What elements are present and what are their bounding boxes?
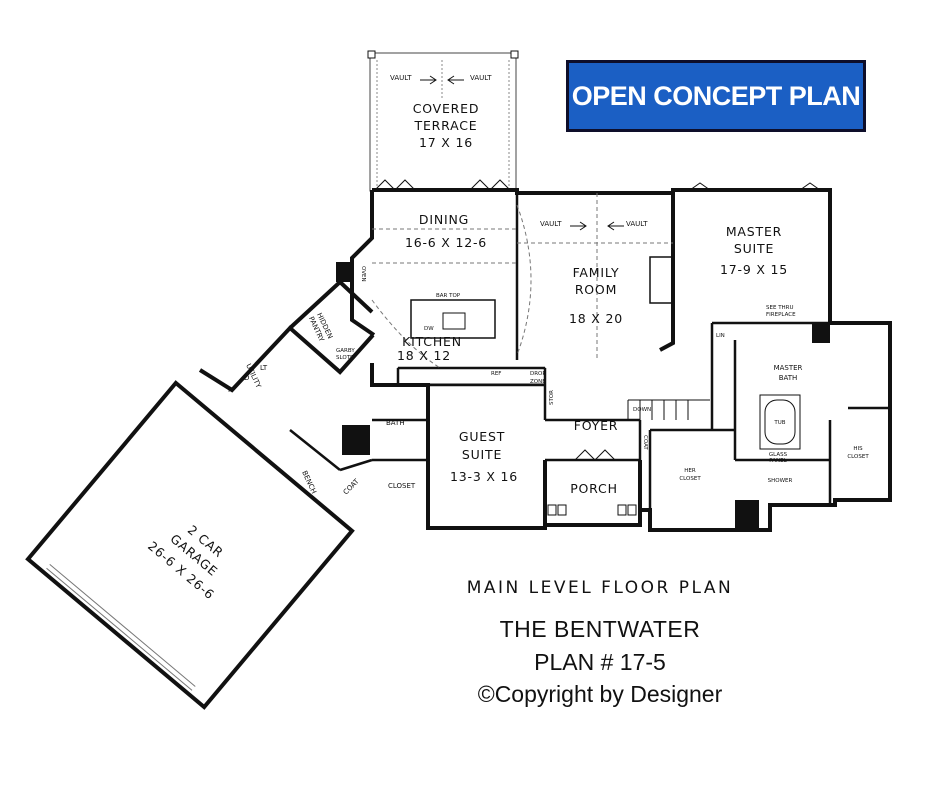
guest-suite-name-1: GUEST [459,429,505,444]
guest-suite-size: 13-3 X 16 [450,469,518,484]
see-thru-1: SEE THRU [766,305,794,311]
copyright-notice: ©Copyright by Designer [477,681,723,707]
kitchen-dw: DW [424,326,434,332]
plan-level-title: MAIN LEVEL FLOOR PLAN [466,578,734,598]
kitchen-oven: OVEN [360,266,366,282]
master-bath-tub: TUB [773,420,785,426]
family-name-2: ROOM [575,282,617,297]
master-suite-size: 17-9 X 15 [720,262,788,277]
kitchen-ref: REF [491,371,501,377]
utility-lt: LT [260,364,268,372]
master-bath-shower: SHOWER [768,478,793,484]
dining-size: 16-6 X 12-6 [405,235,487,250]
bath-name: BATH [386,419,405,427]
kitchen-name: KITCHEN [402,334,462,349]
terrace-name-1: COVERED [413,101,480,116]
terrace-name-2: TERRACE [414,118,478,133]
her-closet-name-2: CLOSET [679,476,701,482]
his-closet-name-1: HIS [853,446,863,452]
family-vault-right: VAULT [626,220,648,228]
open-concept-banner: OPEN CONCEPT PLAN [566,60,866,132]
terrace-vault-left: VAULT [390,74,412,82]
kitchen-size: 18 X 12 [397,348,451,363]
terrace-vault-right: VAULT [470,74,492,82]
master-suite-name-2: SUITE [734,241,774,256]
drop-zone-1: DROP [530,371,546,377]
guest-suite-name-2: SUITE [462,447,502,462]
glass-panel-2: PANEL [769,458,787,464]
drop-zone-2: ZONE [530,379,546,385]
master-bath-name-1: MASTER [774,364,803,372]
utility-r: R [228,386,233,394]
his-closet-name-2: CLOSET [847,454,869,460]
plan-number: PLAN # 17-5 [534,649,666,675]
family-vault-left: VAULT [540,220,562,228]
master-bath-lin: LIN [716,333,725,339]
foyer-down: DOWN [633,407,651,413]
guest-closet-name: CLOSET [388,482,416,490]
dining-name: DINING [419,212,469,227]
master-suite-name-1: MASTER [726,224,782,239]
plan-name: THE BENTWATER [499,616,701,642]
pantry-garb: GARBY [336,348,355,354]
master-bath-name-2: BATH [779,374,798,382]
utility-d: D [244,374,249,382]
foyer-stor: STOR [549,390,555,405]
terrace-size: 17 X 16 [419,135,473,150]
coat-name: COAT [342,477,361,496]
foyer-name: FOYER [574,418,619,433]
family-name-1: FAMILY [573,265,620,280]
kitchen-bar-top: BAR TOP [436,293,461,299]
porch-name: PORCH [570,481,618,496]
see-thru-2: FIREPLACE [766,312,796,318]
glass-panel-1: GLASS [769,452,788,458]
her-closet-name-1: HER [684,468,696,474]
family-size: 18 X 20 [569,311,623,326]
foyer-coat: COAT [642,435,648,450]
pantry-slots: SLOTS [336,355,354,361]
